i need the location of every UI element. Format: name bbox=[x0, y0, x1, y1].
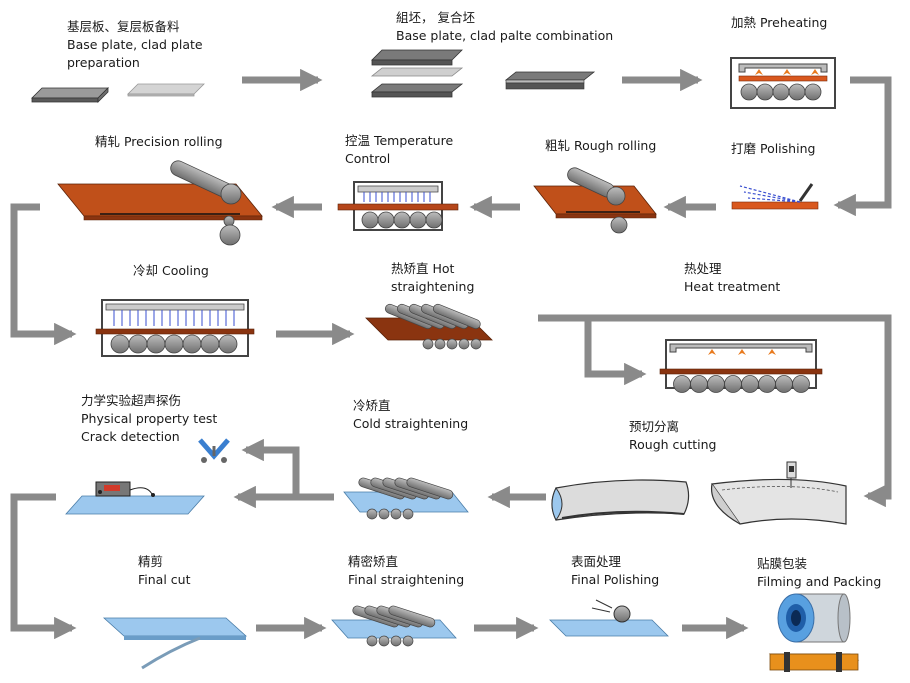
step-label-plate-preparation: 基层板、复层板备料 Base plate, clad plate prepara… bbox=[67, 18, 203, 72]
label-line: 表面处理 bbox=[571, 554, 622, 569]
label-line: Filming and Packing bbox=[757, 574, 882, 589]
step-label-hot-straightening: 热矫直 Hot straightening bbox=[391, 260, 474, 296]
label-line: Control bbox=[345, 151, 391, 166]
illustration-final-cut bbox=[102, 617, 248, 670]
label-line: 精密矫直 bbox=[348, 554, 399, 569]
label-line: 打磨 Polishing bbox=[731, 141, 816, 156]
arrow-3-4 bbox=[833, 76, 892, 217]
step-label-filming-packing: 贴膜包装 Filming and Packing bbox=[757, 555, 881, 591]
step-label-cooling: 冷却 Cooling bbox=[133, 262, 209, 280]
arrow-7-8 bbox=[10, 203, 77, 346]
illustration-temperature-control bbox=[337, 181, 459, 231]
label-line: Rough cutting bbox=[629, 437, 717, 452]
step-label-temperature-control: 控温 Temperature Control bbox=[345, 132, 453, 168]
label-en: Base plate, clad plate bbox=[67, 37, 203, 52]
illustration-cooling bbox=[95, 299, 255, 357]
label-line: 热矫直 Hot bbox=[391, 261, 455, 276]
step-label-final-straightening: 精密矫直 Final straightening bbox=[348, 553, 464, 589]
step-label-polishing: 打磨 Polishing bbox=[731, 140, 815, 158]
label-line: 力学实验超声探伤 bbox=[81, 393, 182, 408]
label-line: 热处理 bbox=[684, 261, 722, 276]
arrow-13-14 bbox=[10, 493, 77, 640]
label-line: 控温 Temperature bbox=[345, 133, 454, 148]
step-label-heat-treatment: 热处理 Heat treatment bbox=[684, 260, 780, 296]
flow-arrows bbox=[10, 68, 892, 640]
illustration-separated-cylinder bbox=[551, 479, 690, 521]
illustration-property-test bbox=[65, 481, 205, 515]
step-label-final-polishing: 表面处理 Final Polishing bbox=[571, 553, 659, 589]
label-line: Cold straightening bbox=[353, 416, 469, 431]
label-line: Final cut bbox=[138, 572, 191, 587]
step-label-precision-rolling: 精轧 Precision rolling bbox=[95, 133, 223, 151]
illustration-preheating bbox=[730, 57, 836, 109]
illustration-heat-treatment bbox=[659, 339, 823, 393]
step-label-cold-straightening: 冷矫直 Cold straightening bbox=[353, 397, 468, 433]
illustration-filming-packing bbox=[768, 593, 860, 672]
label-line: 加熱 Preheating bbox=[731, 15, 828, 30]
label-zh: 基层板、复层板备料 bbox=[67, 19, 180, 34]
label-line: Final Polishing bbox=[571, 572, 660, 587]
step-label-preheating: 加熱 Preheating bbox=[731, 14, 827, 32]
label-line: 精轧 Precision rolling bbox=[95, 134, 223, 149]
illustration-precision-rolling bbox=[57, 160, 263, 246]
step-label-rough-rolling: 粗轧 Rough rolling bbox=[545, 137, 656, 155]
step-label-plate-combination: 組坯， 复合坯 Base plate, clad palte combinati… bbox=[396, 9, 613, 45]
label-line: 精剪 bbox=[138, 554, 164, 569]
label-line: Final straightening bbox=[348, 572, 465, 587]
label-line: 贴膜包装 bbox=[757, 556, 808, 571]
illustration-polishing bbox=[731, 183, 819, 210]
bend-test-icon bbox=[198, 438, 230, 463]
arrow-9-10 bbox=[538, 314, 892, 508]
label-line: 冷却 Cooling bbox=[133, 263, 209, 278]
arrow-heat-branch bbox=[584, 318, 647, 386]
label-zh: 組坯， 复合坯 bbox=[396, 10, 475, 25]
label-line: straightening bbox=[391, 279, 475, 294]
step-label-final-cut: 精剪 Final cut bbox=[138, 553, 190, 589]
label-line: Heat treatment bbox=[684, 279, 781, 294]
step-label-rough-cutting: 预切分离 Rough cutting bbox=[629, 418, 716, 454]
illustration-rough-rolling bbox=[533, 167, 657, 234]
label-line: 冷矫直 bbox=[353, 398, 391, 413]
illustration-cold-straightening bbox=[343, 477, 469, 520]
label-line: Physical property test bbox=[81, 411, 218, 426]
arrow-12-test-branch bbox=[241, 438, 300, 497]
label-en: Base plate, clad palte combination bbox=[396, 28, 614, 43]
illustration-final-straightening bbox=[331, 605, 457, 647]
label-line: 预切分离 bbox=[629, 419, 680, 434]
label-line: Crack detection bbox=[81, 429, 180, 444]
illustration-hot-straightening bbox=[365, 303, 493, 350]
label-en: preparation bbox=[67, 55, 140, 70]
label-line: 粗轧 Rough rolling bbox=[545, 138, 657, 153]
step-label-property-test: 力学实验超声探伤 Physical property test Crack de… bbox=[81, 392, 217, 446]
illustration-plate-preparation bbox=[31, 83, 205, 103]
illustration-plate-combination bbox=[370, 49, 596, 98]
illustration-rough-cutting bbox=[710, 461, 847, 525]
illustration-final-polishing bbox=[549, 599, 669, 637]
